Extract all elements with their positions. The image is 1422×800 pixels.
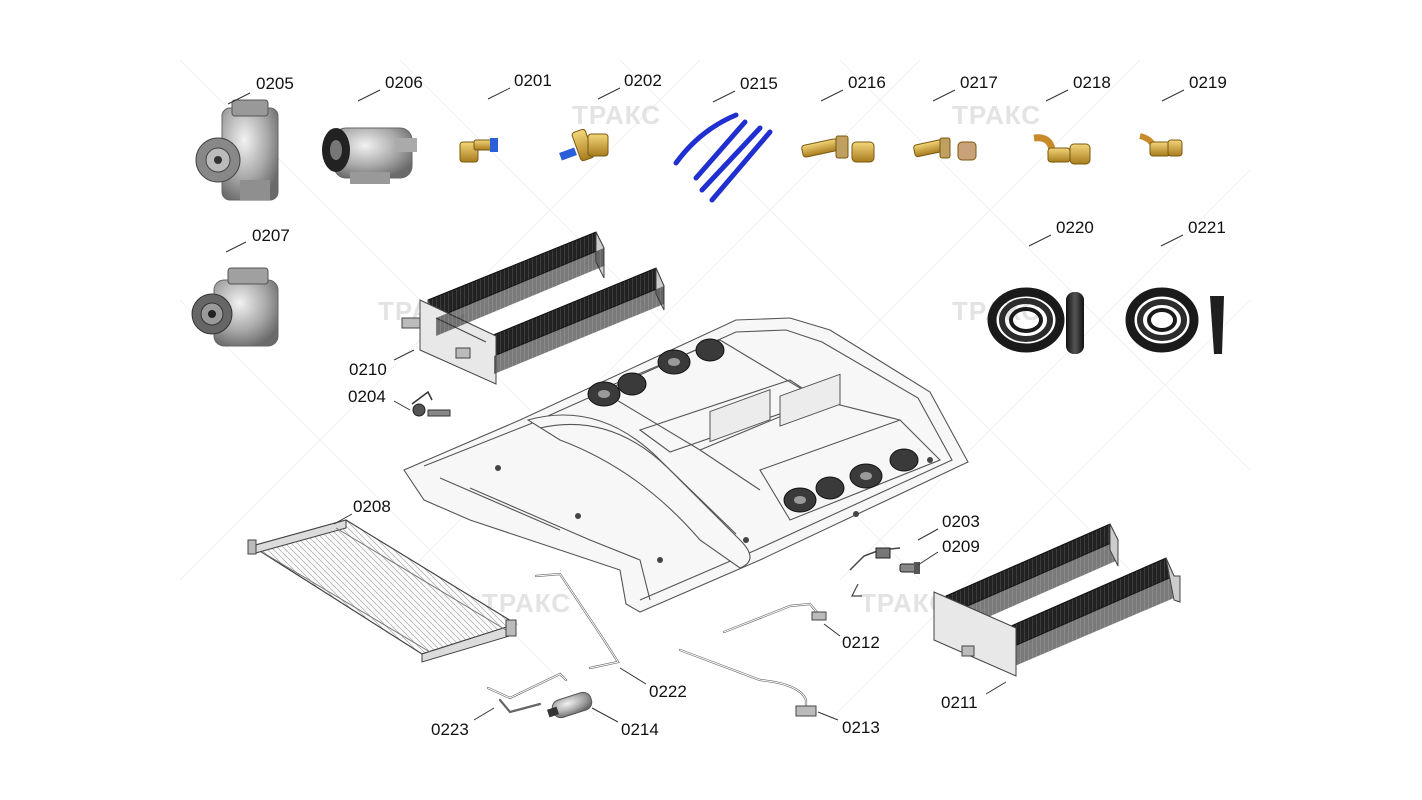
pipe-0212-image (722, 602, 827, 634)
callout-0208[interactable]: 0208 (353, 497, 391, 516)
fittings-0219-image (1139, 133, 1183, 157)
leader-lines (225, 87, 1185, 723)
pipe-0213-image (678, 648, 817, 717)
callout-0221[interactable]: 0221 (1188, 218, 1226, 237)
callout-0202[interactable]: 0202 (624, 71, 662, 90)
callout-0211[interactable]: 0211 (941, 693, 978, 712)
evaporator-coil-0211-image (933, 523, 1181, 677)
callout-0201[interactable]: 0201 (514, 71, 552, 90)
switch-0203-image (849, 547, 901, 597)
callout-0222[interactable]: 0222 (649, 682, 687, 701)
compressor-0205-image (195, 99, 279, 201)
valve-0209-image (899, 562, 920, 574)
sensor-0204-image (411, 390, 451, 417)
callout-0220[interactable]: 0220 (1056, 218, 1094, 237)
fittings-0218-image (1033, 134, 1091, 165)
callout-0209[interactable]: 0209 (942, 537, 980, 556)
callout-labels: 0205 0206 0201 0202 0215 0216 0217 0218 … (252, 71, 1227, 739)
callout-0207[interactable]: 0207 (252, 226, 290, 245)
callout-0212[interactable]: 0212 (842, 633, 880, 652)
hose-coil-0221-image (1125, 287, 1224, 354)
callout-0214[interactable]: 0214 (621, 720, 659, 739)
callout-0218[interactable]: 0218 (1073, 73, 1111, 92)
callout-0203[interactable]: 0203 (942, 512, 980, 531)
callout-0217[interactable]: 0217 (960, 73, 998, 92)
pipe-0222-image (534, 572, 620, 670)
fitting-0201-image (459, 138, 498, 163)
hose-coil-0220-image (987, 287, 1084, 354)
callout-0219[interactable]: 0219 (1189, 73, 1227, 92)
condenser-0208-image (247, 519, 518, 663)
main-frame-image (403, 317, 969, 613)
fitting-0202-image (559, 128, 609, 162)
fittings-0216-image (801, 135, 875, 163)
compressor-0206-image (322, 127, 417, 184)
drier-0214-image (547, 691, 593, 719)
callout-0215[interactable]: 0215 (740, 74, 778, 93)
callout-0216[interactable]: 0216 (848, 73, 886, 92)
watermark: ТРАКС (572, 100, 661, 130)
hoses-0215-image (673, 112, 773, 203)
callout-0206[interactable]: 0206 (385, 73, 423, 92)
compressor-0207-image (191, 267, 279, 347)
evaporator-coil-0210-image (401, 231, 665, 385)
callout-0204[interactable]: 0204 (348, 387, 386, 406)
watermark: ТРАКС (860, 588, 949, 618)
watermark: ТРАКС (952, 100, 1041, 130)
callout-0223[interactable]: 0223 (431, 720, 469, 739)
callout-0213[interactable]: 0213 (842, 718, 880, 737)
fittings-0217-image (913, 137, 977, 161)
callout-0205[interactable]: 0205 (256, 74, 294, 93)
callout-0210[interactable]: 0210 (349, 360, 387, 379)
pipe-0223-image (486, 672, 568, 714)
